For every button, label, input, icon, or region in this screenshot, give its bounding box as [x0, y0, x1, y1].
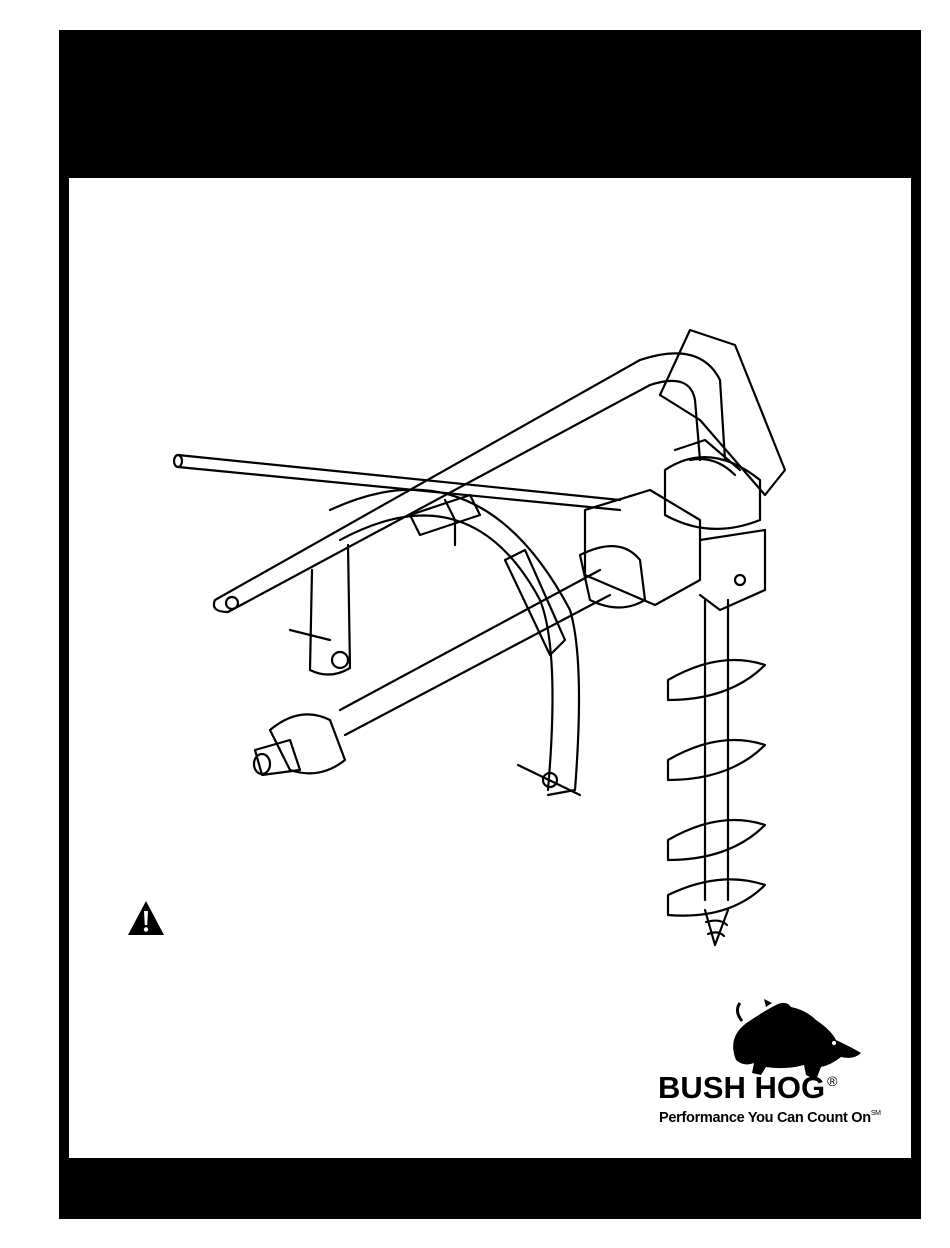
brand-name: BUSH HOG®: [658, 1072, 837, 1103]
registered-mark: ®: [827, 1073, 837, 1089]
brand-tagline: Performance You Can Count OnSM: [659, 1110, 881, 1126]
service-mark: SM: [871, 1110, 881, 1117]
warning-triangle-icon: [127, 900, 165, 936]
